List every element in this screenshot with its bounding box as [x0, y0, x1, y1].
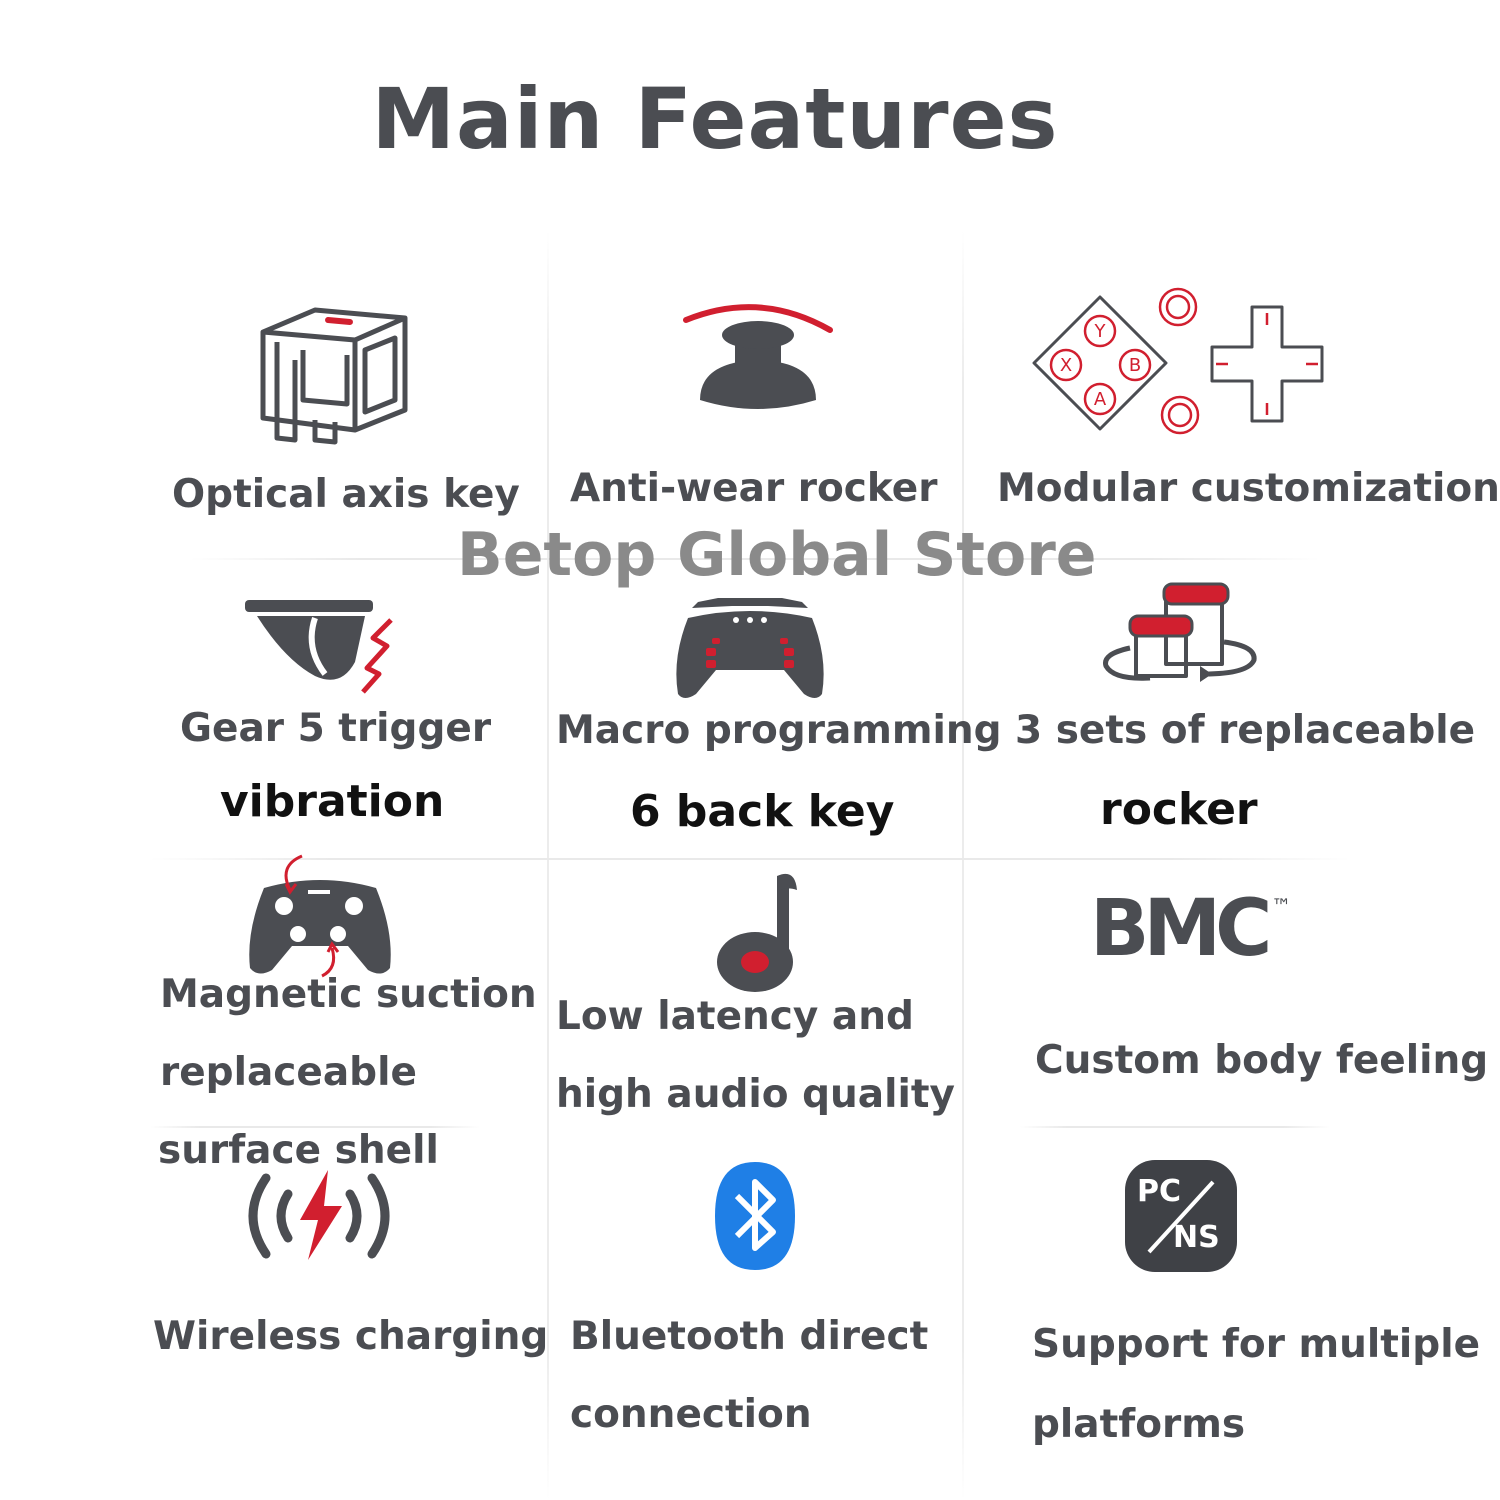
feature-label-gear-5-trigger: Gear 5 trigger [180, 706, 492, 751]
feature-label-replaceable: replaceable [160, 1050, 417, 1095]
feature-label-3-sets-replaceable: 3 sets of replaceable [1015, 708, 1476, 753]
grid-divider [547, 230, 549, 1500]
feature-label-anti-wear-rocker: Anti-wear rocker [570, 466, 938, 511]
rocker-caps-swap-icon [1103, 582, 1257, 682]
feature-label-wireless-charging: Wireless charging [153, 1314, 549, 1359]
feature-label-low-latency: Low latency and [556, 994, 914, 1039]
feature-label-optical-axis-key: Optical axis key [172, 472, 520, 517]
button-dpad-module-icon: Y X B A [1032, 287, 1324, 435]
grid-divider [150, 858, 1350, 860]
button-x-label: X [1060, 355, 1072, 376]
grid-divider [962, 230, 964, 1500]
bluetooth-icon [715, 1162, 795, 1270]
bmc-logo-text: BMC [1090, 884, 1272, 974]
badge-pc-text: PC [1137, 1174, 1182, 1209]
controller-shell-swap-icon [249, 854, 391, 978]
feature-label-custom-body-feeling: Custom body feeling [1035, 1038, 1489, 1083]
controller-back-keys-icon [676, 598, 824, 698]
feature-label-high-audio-quality: high audio quality [556, 1072, 955, 1117]
grid-divider [150, 1126, 480, 1128]
grid-divider [190, 558, 1320, 560]
store-watermark: Betop Global Store [457, 520, 1097, 590]
feature-label-support-multiple: Support for multiple [1032, 1322, 1481, 1367]
feature-label-modular-customization: Modular customization [997, 466, 1500, 511]
trigger-vibration-icon [245, 600, 393, 694]
music-note-icon [717, 873, 797, 992]
feature-label-magnetic-suction: Magnetic suction [160, 972, 537, 1017]
feature-label-connection: connection [570, 1392, 812, 1437]
button-b-label: B [1129, 355, 1141, 376]
wireless-charging-icon [248, 1170, 390, 1260]
button-a-label: A [1094, 389, 1107, 410]
button-y-label: Y [1094, 321, 1107, 342]
optical-switch-icon [260, 307, 408, 445]
bmc-logo-icon: BMC ™ [1090, 884, 1291, 974]
pc-ns-platform-icon: PC NS [1125, 1160, 1237, 1272]
badge-ns-text: NS [1173, 1220, 1220, 1255]
feature-label-macro-programming: Macro programming [556, 708, 1002, 753]
trademark-mark: ™ [1271, 894, 1292, 918]
feature-label-platforms: platforms [1032, 1402, 1246, 1447]
feature-label-rocker: rocker [1100, 784, 1258, 835]
joystick-icon [683, 304, 833, 409]
grid-divider [1020, 1126, 1330, 1128]
feature-label-surface-shell: surface shell [158, 1128, 439, 1173]
feature-label-6-back-key: 6 back key [630, 786, 895, 837]
feature-label-vibration: vibration [220, 776, 445, 827]
page-title: Main Features [371, 70, 1059, 168]
feature-label-bluetooth-direct: Bluetooth direct [570, 1314, 929, 1359]
